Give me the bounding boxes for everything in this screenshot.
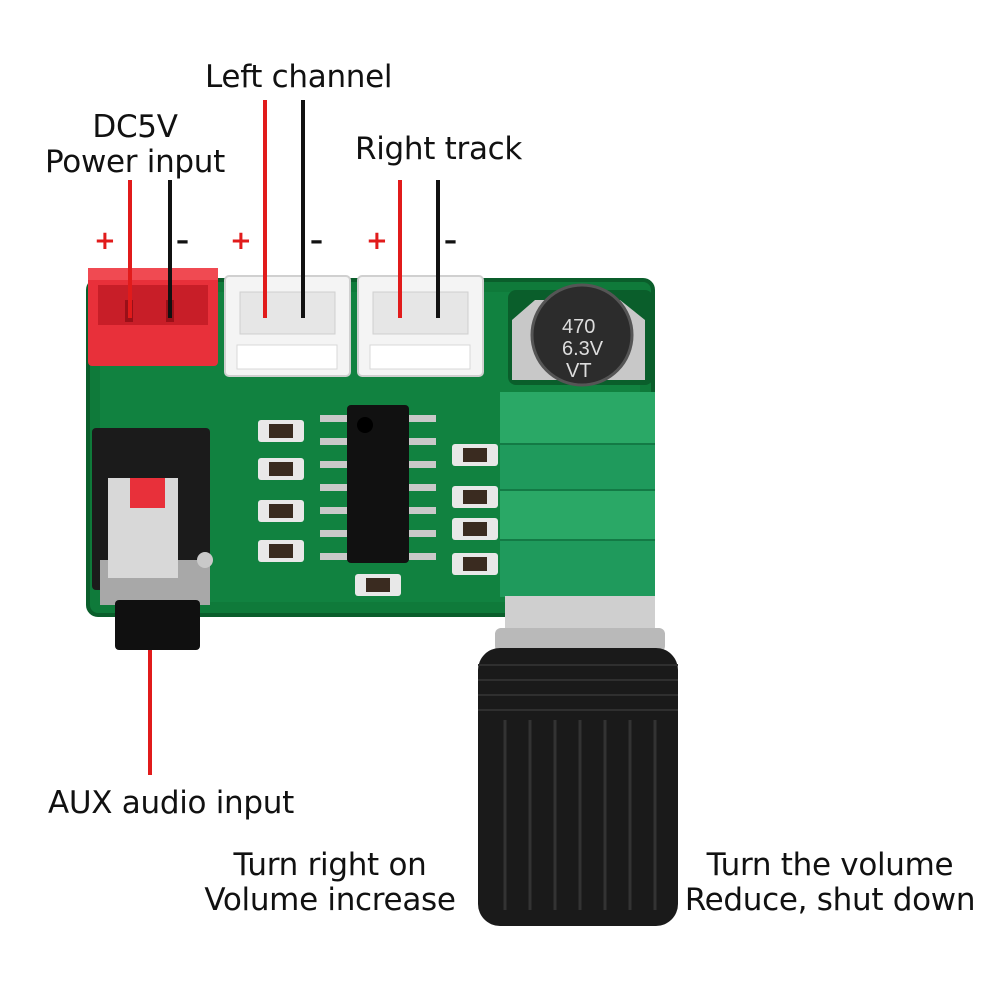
- right-minus-sign: –: [444, 226, 457, 256]
- turn-left-label: Turn the volume Reduce, shut down: [680, 848, 980, 918]
- left-channel-connector: [224, 275, 351, 377]
- turn-left-line2: Reduce, shut down: [684, 882, 976, 918]
- ic-chip: [320, 405, 436, 563]
- turn-right-label: Turn right on Volume increase: [180, 848, 480, 918]
- aux-audio-input-label: AUX audio input: [48, 785, 294, 821]
- turn-right-line2: Volume increase: [204, 882, 456, 918]
- power-connector: [88, 268, 218, 366]
- capacitor-label-line1: 470: [562, 316, 595, 338]
- power-minus-sign: –: [176, 226, 189, 256]
- right-track-label: Right track: [355, 131, 523, 167]
- capacitor-label-line2: 6.3V: [562, 338, 604, 360]
- turn-right-line1: Turn right on: [233, 847, 427, 883]
- right-track-connector: [357, 275, 484, 377]
- left-minus-sign: –: [310, 226, 323, 256]
- smd-components: [258, 420, 498, 596]
- potentiometer: [495, 392, 665, 652]
- power-label-line2: Power input: [44, 144, 226, 180]
- power-input-label: DC5V Power input: [40, 110, 230, 180]
- right-plus-sign: +: [366, 226, 388, 256]
- power-plus-sign: +: [94, 226, 116, 256]
- wires: [128, 100, 440, 775]
- capacitor-label-line3: VT: [566, 360, 592, 382]
- turn-left-line1: Turn the volume: [706, 847, 954, 883]
- capacitor: 470 6.3V VT: [508, 283, 653, 387]
- left-plus-sign: +: [230, 226, 252, 256]
- volume-knob: [478, 648, 678, 926]
- left-channel-label: Left channel: [205, 59, 393, 95]
- power-label-line1: DC5V: [92, 109, 178, 145]
- aux-jack: [92, 428, 213, 650]
